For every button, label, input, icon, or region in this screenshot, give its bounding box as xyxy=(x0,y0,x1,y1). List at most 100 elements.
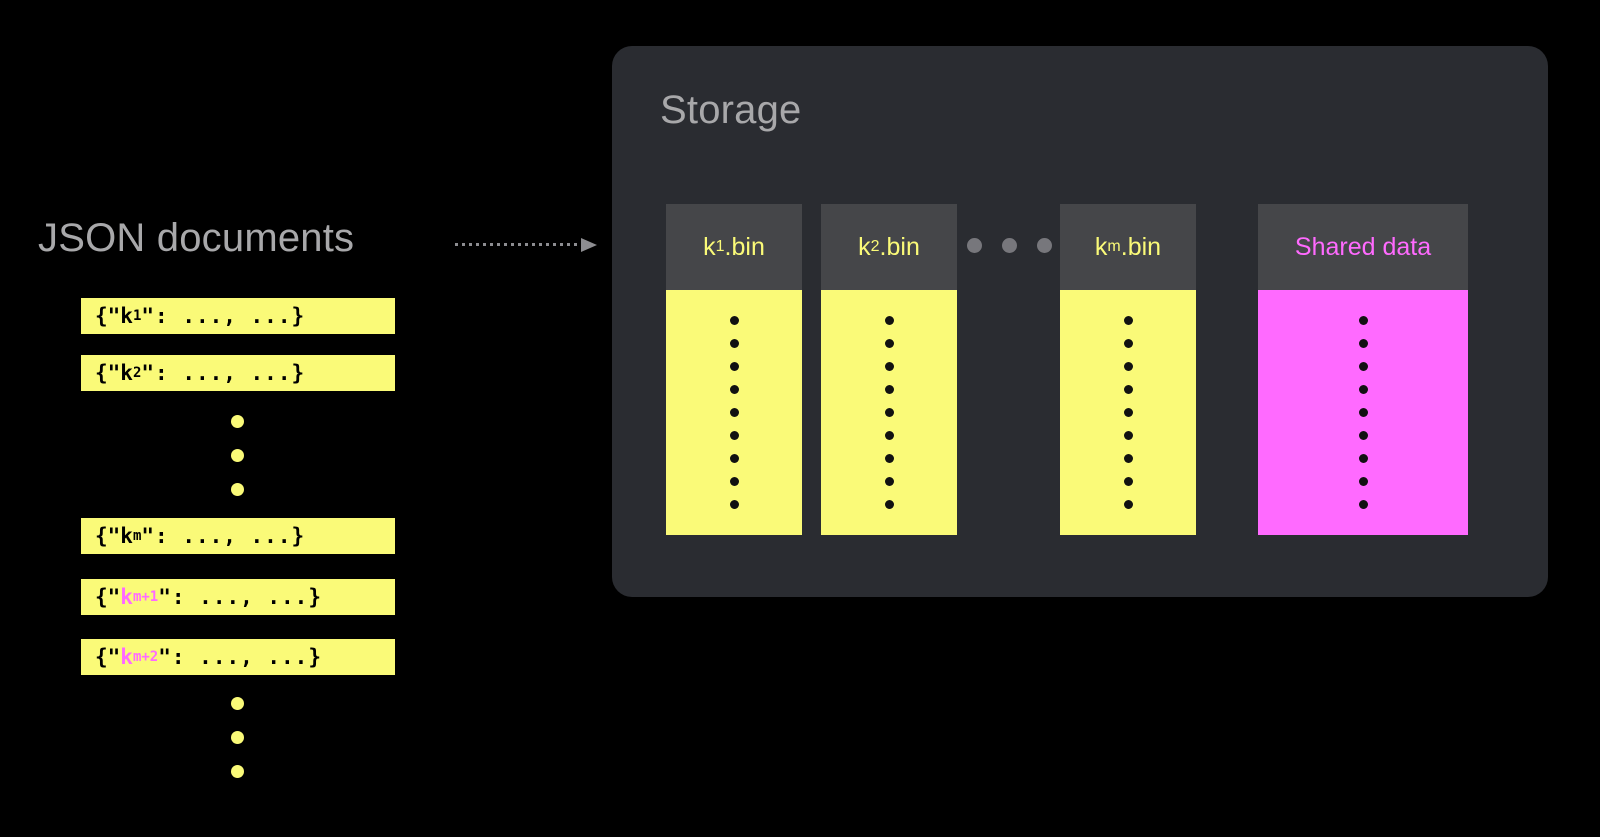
bin-label-k2: k xyxy=(858,232,871,261)
ellipsis-dot xyxy=(1002,238,1017,253)
record-dot xyxy=(1123,385,1133,394)
record-dot xyxy=(729,454,739,463)
record-dot xyxy=(1358,454,1368,463)
bin-label-km: k xyxy=(1094,232,1108,261)
bin-label-suffix-km: .bin xyxy=(1120,232,1162,261)
record-dot xyxy=(1358,408,1368,417)
record-dot xyxy=(1123,408,1133,417)
storage-column-shared-data[interactable]: Shared data xyxy=(1258,204,1468,535)
record-dot xyxy=(729,431,739,440)
ellipsis-dot xyxy=(231,449,244,462)
doc-prefix-1: {" xyxy=(95,304,121,328)
bin-label-subscript-km: m xyxy=(1107,238,1121,255)
record-dot xyxy=(884,477,894,486)
record-dot xyxy=(1123,316,1133,325)
record-dot xyxy=(884,431,894,440)
doc-prefix-m: {" xyxy=(95,524,121,548)
record-dot xyxy=(1123,431,1133,440)
record-dot xyxy=(729,362,739,371)
record-dot xyxy=(884,454,894,463)
storage-column-body-shared-data xyxy=(1258,290,1468,535)
record-dot xyxy=(1358,339,1368,348)
record-dot xyxy=(729,316,739,325)
record-dot xyxy=(1358,431,1368,440)
record-dot xyxy=(884,408,894,417)
record-dot xyxy=(729,385,739,394)
shared-data-label: Shared data xyxy=(1294,232,1432,261)
documents-ellipsis-lower xyxy=(231,697,244,778)
doc-prefix-2: {" xyxy=(95,361,121,385)
doc-key-m2: k xyxy=(120,645,133,669)
storage-column-body-k2-bin xyxy=(821,290,957,535)
record-dot xyxy=(729,408,739,417)
bin-label-subscript-k1: 1 xyxy=(715,238,725,255)
record-dot xyxy=(1358,385,1368,394)
record-dot xyxy=(1358,477,1368,486)
ellipsis-dot xyxy=(231,415,244,428)
bin-label-k1: k xyxy=(703,232,716,261)
ellipsis-dot xyxy=(231,697,244,710)
bin-label-suffix-k1: .bin xyxy=(724,232,765,261)
doc-suffix-m2: ": ..., ...} xyxy=(158,645,322,669)
ellipsis-dot xyxy=(1037,238,1052,253)
record-dot xyxy=(884,316,894,325)
record-dot xyxy=(1123,500,1133,509)
doc-prefix-m1: {" xyxy=(95,585,121,609)
record-dot xyxy=(1123,454,1133,463)
record-dot xyxy=(1358,500,1368,509)
record-dot xyxy=(1123,362,1133,371)
storage-column-body-k1-bin xyxy=(666,290,802,535)
storage-title: Storage xyxy=(660,88,802,132)
doc-key-m: k xyxy=(120,524,133,548)
doc-key-1: k xyxy=(120,304,133,328)
doc-key-subscript-m: m xyxy=(132,528,142,544)
record-dot xyxy=(1358,362,1368,371)
record-dot xyxy=(1123,477,1133,486)
ellipsis-dot xyxy=(231,483,244,496)
doc-key-subscript-m1: m+1 xyxy=(132,589,159,605)
doc-prefix-m2: {" xyxy=(95,645,121,669)
doc-key-subscript-1: 1 xyxy=(132,308,142,324)
ellipsis-dot xyxy=(231,731,244,744)
doc-key-subscript-m2: m+2 xyxy=(132,649,159,665)
record-dot xyxy=(884,362,894,371)
json-documents-title: JSON documents xyxy=(38,216,355,260)
documents-to-storage-arrow-icon xyxy=(455,238,607,252)
record-dot xyxy=(884,339,894,348)
arrow-head-icon xyxy=(581,238,597,252)
doc-suffix-m1: ": ..., ...} xyxy=(158,585,322,609)
doc-key-m1: k xyxy=(120,585,133,609)
record-dot xyxy=(884,385,894,394)
record-dot xyxy=(729,339,739,348)
bin-label-subscript-k2: 2 xyxy=(870,238,880,255)
documents-ellipsis-upper xyxy=(231,415,244,496)
doc-suffix-1: ": ..., ...} xyxy=(141,304,306,328)
record-dot xyxy=(884,500,894,509)
storage-column-body-km-bin xyxy=(1060,290,1196,535)
ellipsis-dot xyxy=(967,238,982,253)
storage-column-header-shared-data: Shared data xyxy=(1258,204,1468,290)
storage-columns-ellipsis xyxy=(967,238,1052,253)
doc-key-2: k xyxy=(120,361,133,385)
doc-suffix-m: ": ..., ...} xyxy=(141,524,306,548)
ellipsis-dot xyxy=(231,765,244,778)
doc-key-subscript-2: 2 xyxy=(132,365,142,381)
record-dot xyxy=(1358,316,1368,325)
record-dot xyxy=(1123,339,1133,348)
doc-suffix-2: ": ..., ...} xyxy=(141,361,306,385)
record-dot xyxy=(729,500,739,509)
bin-label-suffix-k2: .bin xyxy=(879,232,920,261)
